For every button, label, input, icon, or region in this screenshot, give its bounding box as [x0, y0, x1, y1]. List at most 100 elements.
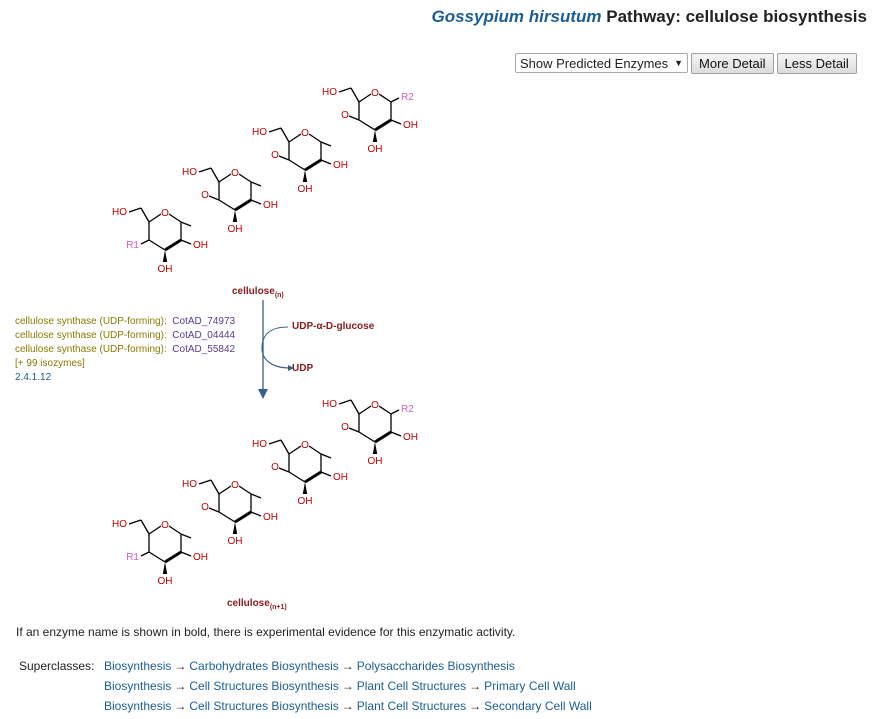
- bond: [218, 511, 236, 523]
- bond: [164, 238, 182, 252]
- side-compound-udp-glucose[interactable]: UDP-α-D-glucose: [292, 321, 375, 332]
- path-separator: →: [174, 679, 187, 693]
- bond: [210, 167, 220, 183]
- atom-label: HO: [322, 399, 337, 410]
- enzyme-display-select[interactable]: Show Predicted Enzymes ▼: [515, 53, 689, 73]
- enzyme-name[interactable]: cellulose synthase (UDP-forming):: [15, 344, 167, 355]
- bond: [280, 127, 290, 143]
- gene-link[interactable]: CotAD_74973: [172, 316, 236, 327]
- bond: [350, 87, 360, 103]
- gene-link[interactable]: CotAD_55842: [172, 344, 236, 355]
- bond: [140, 519, 150, 535]
- atom-label: HO: [322, 87, 337, 98]
- side-arrowhead: [288, 365, 294, 371]
- bond: [268, 439, 282, 445]
- atom-label: O: [201, 190, 209, 201]
- bond: [180, 533, 192, 539]
- bond: [250, 493, 262, 499]
- atom-label: OH: [403, 120, 418, 131]
- less-detail-button[interactable]: Less Detail: [776, 53, 857, 74]
- superclass-link[interactable]: Polysaccharides Biosynthesis: [356, 659, 515, 673]
- select-value: Show Predicted Enzymes: [520, 55, 669, 71]
- bond: [288, 471, 306, 483]
- bond: [250, 199, 262, 205]
- wedge-bond: [372, 442, 378, 454]
- superclass-link[interactable]: Plant Cell Structures: [356, 699, 467, 713]
- superclass-link[interactable]: Cell Structures Biosynthesis: [189, 699, 339, 713]
- bond: [208, 195, 220, 201]
- bond: [320, 159, 332, 165]
- superclass-link[interactable]: Biosynthesis: [104, 659, 172, 673]
- atom-label: R1: [126, 552, 139, 563]
- evidence-note: If an enzyme name is shown in bold, ther…: [16, 625, 516, 639]
- atom-label: OH: [228, 224, 243, 235]
- bond: [358, 119, 376, 131]
- bond: [320, 453, 332, 459]
- isozymes-link[interactable]: [+ 99 isozymes]: [15, 358, 85, 369]
- atom-label: HO: [252, 127, 267, 138]
- organism-name[interactable]: Gossypium hirsutum: [431, 7, 602, 26]
- compound-name: cellulose: [232, 286, 275, 297]
- superclass-path: Biosynthesis→Cell Structures Biosynthesi…: [104, 676, 592, 696]
- path-separator: →: [174, 659, 187, 673]
- bond: [358, 405, 372, 415]
- atom-label: R2: [401, 92, 414, 103]
- bond: [348, 427, 360, 433]
- atom-label: O: [271, 462, 279, 473]
- compound-subscript: (n+1): [269, 604, 287, 611]
- bond: [304, 158, 322, 172]
- superclass-link[interactable]: Secondary Cell Wall: [484, 699, 592, 713]
- gene-link[interactable]: CotAD_04444: [172, 330, 236, 341]
- wedge-bond: [232, 210, 238, 222]
- bond: [218, 485, 232, 495]
- compound-cellulose-n[interactable]: cellulose(n): [232, 286, 284, 299]
- page-title: Gossypium hirsutum Pathway: cellulose bi…: [431, 7, 867, 27]
- atom-label: O: [341, 110, 349, 121]
- superclass-link[interactable]: Biosynthesis: [104, 699, 172, 713]
- superclass-link[interactable]: Plant Cell Structures: [356, 679, 467, 693]
- superclass-link[interactable]: Cell Structures Biosynthesis: [189, 679, 339, 693]
- superclasses-label: Superclasses:: [19, 659, 95, 673]
- bond: [148, 213, 162, 223]
- atom-label: OH: [193, 552, 208, 563]
- atom-label: OH: [228, 536, 243, 547]
- atom-label: OH: [298, 496, 313, 507]
- bond: [148, 551, 166, 563]
- bond: [250, 511, 262, 517]
- bond: [338, 399, 352, 405]
- bond: [198, 479, 212, 485]
- superclass-link[interactable]: Biosynthesis: [104, 679, 172, 693]
- bond: [164, 550, 182, 564]
- more-detail-button[interactable]: More Detail: [691, 53, 774, 74]
- bond: [218, 173, 232, 183]
- superclass-link[interactable]: Carbohydrates Biosynthesis: [189, 659, 339, 673]
- atom-label: O: [161, 208, 169, 219]
- atom-label: R1: [126, 240, 139, 251]
- atom-label: R2: [401, 404, 414, 415]
- reaction-arrowhead: [258, 389, 268, 399]
- enzyme-row: cellulose synthase (UDP-forming): CotAD_…: [15, 343, 235, 357]
- bond: [250, 181, 262, 187]
- ec-number-link[interactable]: 2.4.1.12: [15, 372, 52, 383]
- atom-label: OH: [368, 456, 383, 467]
- path-separator: →: [469, 679, 482, 693]
- bond: [308, 133, 322, 143]
- bond: [278, 155, 290, 161]
- enzyme-row: cellulose synthase (UDP-forming): CotAD_…: [15, 329, 235, 343]
- atom-label: O: [231, 480, 239, 491]
- side-compound-udp[interactable]: UDP: [292, 363, 314, 374]
- enzyme-name[interactable]: cellulose synthase (UDP-forming):: [15, 330, 167, 341]
- bond: [390, 119, 402, 125]
- bond: [180, 221, 192, 227]
- bond: [358, 431, 376, 443]
- superclass-link[interactable]: Primary Cell Wall: [484, 679, 576, 693]
- bond: [378, 93, 392, 103]
- enzyme-name[interactable]: cellulose synthase (UDP-forming):: [15, 316, 167, 327]
- bond: [288, 133, 302, 143]
- detail-controls: Show Predicted Enzymes ▼ More Detail Les…: [515, 53, 857, 74]
- bond: [390, 431, 402, 437]
- bond: [278, 467, 290, 473]
- compound-cellulose-n-plus-1[interactable]: cellulose(n+1): [227, 598, 287, 611]
- atom-label: O: [371, 88, 379, 99]
